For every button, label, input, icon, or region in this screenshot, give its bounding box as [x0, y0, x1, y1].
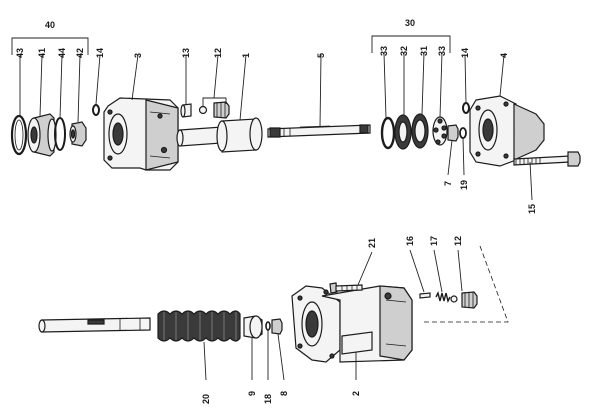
bracket-30	[371, 35, 451, 53]
label-9: 9	[247, 391, 257, 396]
label-4: 4	[499, 53, 509, 58]
label-44: 44	[57, 48, 67, 58]
cup-9	[243, 315, 263, 339]
label-17: 17	[429, 236, 439, 246]
bolt-15	[513, 151, 581, 167]
ring-19	[459, 127, 467, 139]
ball-plug-12-lower	[450, 291, 478, 309]
label-43: 43	[15, 48, 25, 58]
label-12-upper: 12	[213, 48, 223, 58]
label-33-right: 33	[437, 46, 447, 56]
sleeve-13	[180, 103, 192, 118]
label-42: 42	[75, 48, 85, 58]
label-21: 21	[367, 238, 377, 248]
leader-lines	[19, 52, 533, 381]
label-18: 18	[263, 394, 273, 404]
label-32: 32	[399, 46, 409, 56]
o-ring-33-left	[380, 116, 396, 150]
label-20: 20	[201, 394, 211, 404]
shaft-5	[267, 124, 371, 138]
label-1: 1	[241, 53, 251, 58]
label-16: 16	[405, 236, 415, 246]
label-33-left: 33	[379, 46, 389, 56]
nut-42	[69, 121, 87, 147]
ring-31	[411, 113, 429, 149]
label-31: 31	[419, 46, 429, 56]
ring-14-left	[92, 104, 100, 116]
spring-17	[435, 290, 451, 304]
ring-14-right	[462, 102, 470, 114]
label-14-right: 14	[460, 48, 470, 58]
nut-7	[447, 124, 459, 142]
end-housing-4	[469, 95, 545, 167]
label-30: 30	[405, 18, 415, 28]
bearing-33-right	[432, 116, 448, 146]
label-40: 40	[45, 20, 55, 30]
label-8: 8	[279, 391, 289, 396]
nut-8	[271, 318, 283, 335]
o-ring-43	[10, 114, 28, 156]
label-15: 15	[527, 204, 537, 214]
label-14-left: 14	[95, 48, 105, 58]
housing-3	[103, 97, 179, 171]
assembly-dashline	[424, 245, 509, 323]
spring-20	[157, 310, 241, 342]
ring-18	[265, 321, 271, 331]
part-labels: 40 43 41 44 42 14 3 13 12 1 5 30 33 32 3…	[15, 18, 537, 404]
label-5: 5	[316, 53, 326, 58]
label-2: 2	[351, 391, 361, 396]
cap-41	[27, 113, 57, 157]
long-shaft	[38, 317, 151, 333]
ring-32	[394, 114, 412, 150]
label-3: 3	[133, 53, 143, 58]
label-13: 13	[181, 48, 191, 58]
pin-16	[419, 292, 431, 299]
label-41: 41	[37, 48, 47, 58]
label-7: 7	[443, 181, 453, 186]
ball-plug-12-upper	[198, 97, 230, 119]
label-19: 19	[459, 180, 469, 190]
bolt-21	[329, 282, 363, 294]
label-12-lower: 12	[453, 236, 463, 246]
piston-1	[176, 117, 263, 153]
bracket-40	[11, 37, 89, 55]
housing-2	[291, 285, 413, 363]
